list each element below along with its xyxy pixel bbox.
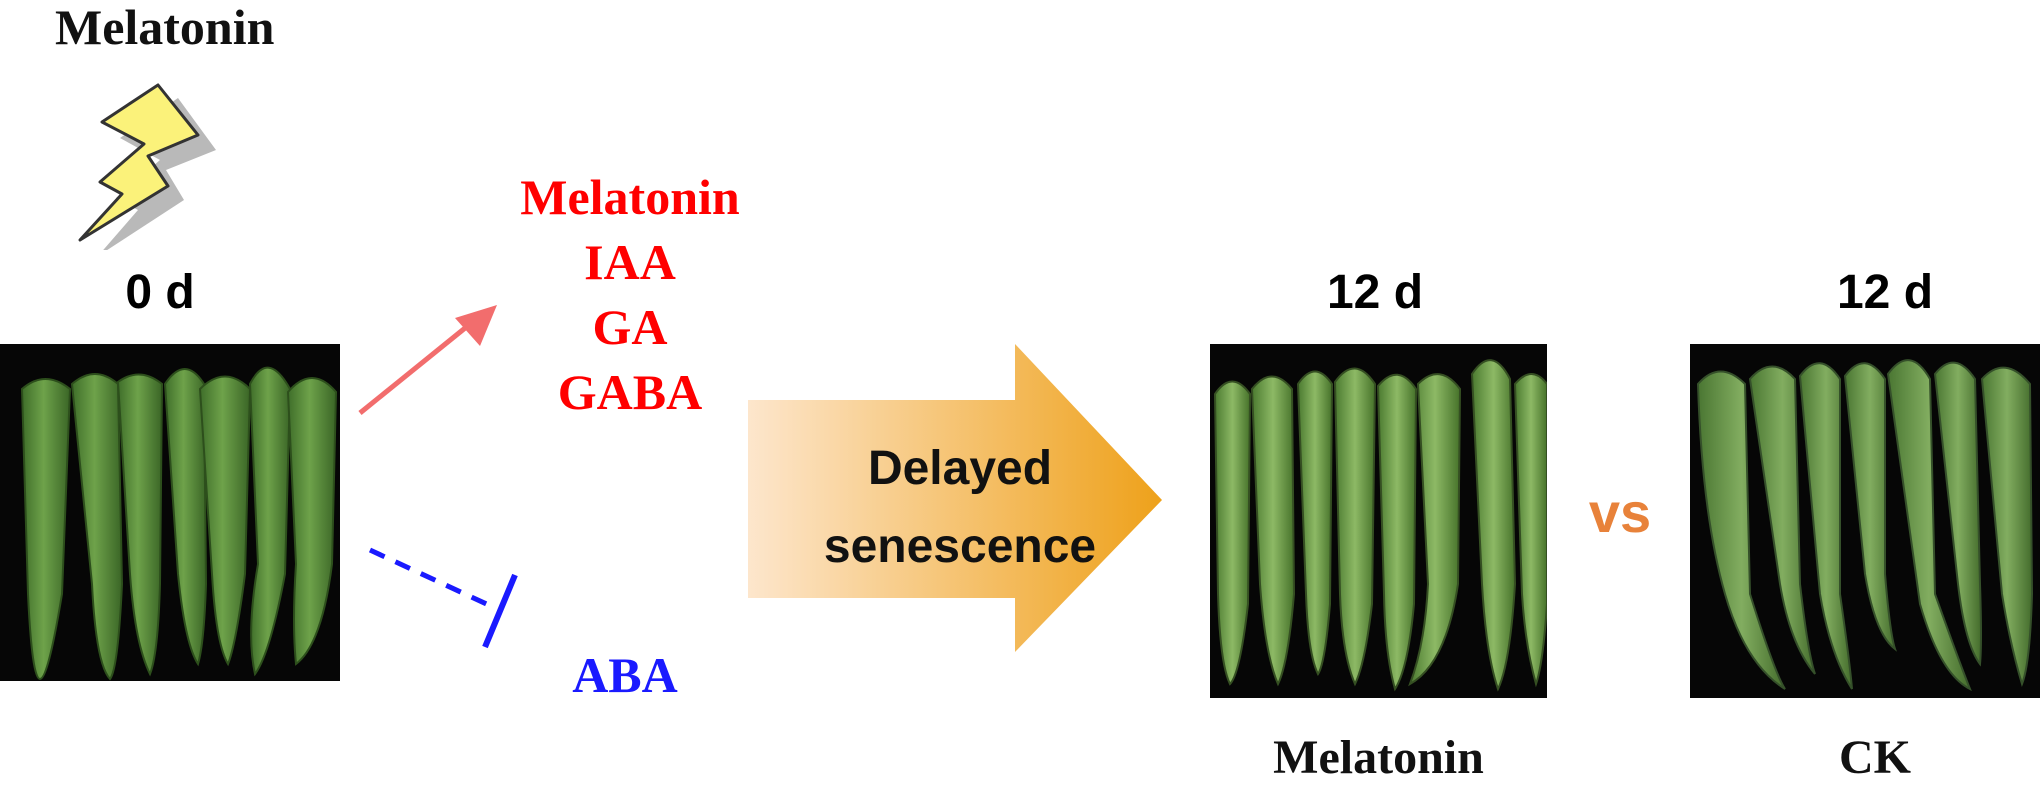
downregulated-label: ABA — [572, 647, 678, 703]
upregulated-list: Melatonin IAA GA GABA — [470, 165, 790, 425]
upregulated-item: IAA — [584, 234, 676, 290]
upregulation-arrow — [358, 305, 497, 415]
okra-photo-day0 — [0, 344, 340, 681]
day-12-melatonin-label: 12 d — [1326, 266, 1424, 319]
upregulated-item: Melatonin — [520, 169, 740, 225]
inhibition-arrow — [368, 547, 518, 649]
arrow-caption-line2: senescence — [823, 520, 1097, 573]
upregulated-item: GA — [592, 299, 668, 355]
lightning-icon — [78, 83, 216, 250]
day-0-label: 0 d — [125, 266, 195, 319]
okra-photo-melatonin-12d — [1210, 344, 1547, 698]
treated-group-label: Melatonin — [1273, 731, 1484, 784]
comparison-label: vs — [1588, 481, 1652, 544]
delayed-senescence-arrow — [748, 344, 1162, 652]
upregulated-item: GABA — [557, 364, 703, 420]
arrow-caption: Delayed senescence — [770, 430, 1150, 586]
okra-photo-ck-12d — [1690, 344, 2040, 698]
day-12-control-label: 12 d — [1836, 266, 1934, 319]
arrow-caption-line1: Delayed — [867, 442, 1053, 495]
control-group-label: CK — [1839, 731, 1911, 784]
treatment-title: Melatonin — [55, 0, 275, 55]
